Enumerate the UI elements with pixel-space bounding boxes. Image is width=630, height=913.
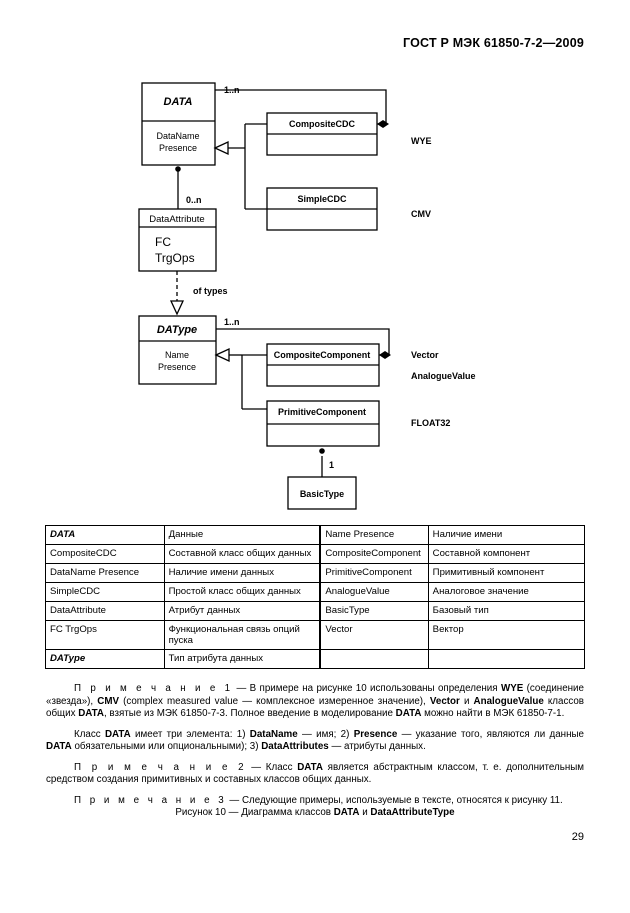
legend-term: DataAttribute (45, 601, 165, 621)
legend-definition: Вектор (427, 620, 586, 650)
multiplicity-0n: 0..n (186, 195, 202, 205)
legend-term: DATA (45, 525, 165, 545)
legend-term: SimpleCDC (45, 582, 165, 602)
data-class-attr-2: Presence (159, 143, 197, 153)
legend-definition: Аналоговое значение (427, 582, 586, 602)
legend-term: FC TrgOps (45, 620, 165, 650)
example-analogue-value: AnalogueValue (411, 371, 476, 381)
example-vector: Vector (411, 350, 439, 360)
figure-caption: Рисунок 10 — Диаграмма классов DATA и Da… (175, 807, 455, 818)
data-attribute-attr-2: TrgOps (155, 251, 195, 265)
legend-definition: Атрибут данных (163, 601, 321, 621)
note-3: П р и м е ч а н и е 3 — Следующие пример… (74, 794, 563, 806)
legend-definition: Составной класс общих данных (163, 544, 321, 564)
legend-definition: Примитивный компонент (427, 563, 586, 583)
page-number: 29 (571, 831, 584, 843)
datype-class-box (138, 315, 217, 385)
legend-definition: Функциональная связь опций пуска (163, 620, 321, 650)
of-types-label: оf types (193, 286, 228, 296)
composite-cdc-name: CompositeCDC (289, 119, 356, 129)
legend-definition (427, 649, 586, 669)
legend-definition: Данные (163, 525, 321, 545)
data-attribute-name: DataAttribute (149, 214, 204, 225)
multiplicity-1n-mid: 1..n (224, 317, 240, 327)
data-class-box (141, 82, 216, 166)
legend-definition: Простой класс общих данных (163, 582, 321, 602)
datype-class-name: DAType (157, 324, 197, 336)
class-diagram: DATA DataName Presence CompositeCDC Simp… (138, 82, 476, 510)
legend-term: DAType (45, 649, 165, 669)
legend-term: BasicType (319, 601, 429, 621)
data-attribute-attr-1: FC (155, 235, 171, 249)
legend-term: PrimitiveComponent (319, 563, 429, 583)
note-2: П р и м е ч а н и е 2 — Класс DATA являе… (46, 761, 585, 786)
legend-term: DataName Presence (45, 563, 165, 583)
standard-header: ГОСТ Р МЭК 61850-7-2—2009 (403, 36, 584, 50)
simple-cdc-name: SimpleCDC (297, 194, 347, 204)
legend-term (319, 649, 429, 669)
multiplicity-1n-top: 1..n (224, 85, 240, 95)
datype-class-attr-2: Presence (158, 362, 196, 372)
example-float32: FLOAT32 (411, 418, 450, 428)
multiplicity-1: 1 (329, 460, 334, 470)
notes-block: П р и м е ч а н и е 1 — В примере на рис… (46, 683, 584, 807)
legend-definition: Тип атрибута данных (163, 649, 321, 669)
basic-type-name: BasicType (300, 489, 344, 499)
data-class-name: DATA (164, 96, 193, 108)
legend-term: Name Presence (319, 525, 429, 545)
legend-term: CompositeCDC (45, 544, 165, 564)
legend-definition: Составной компонент (427, 544, 586, 564)
legend-term: Vector (319, 620, 429, 650)
legend-term: CompositeComponent (319, 544, 429, 564)
primitive-component-name: PrimitiveComponent (278, 407, 366, 417)
legend-definition: Базовый тип (427, 601, 586, 621)
legend-term: AnalogueValue (319, 582, 429, 602)
paragraph-2: Класс DATA имеет три элемента: 1) DataNa… (46, 728, 584, 753)
example-cmv: CMV (411, 209, 431, 219)
data-class-attr-1: DataName (156, 131, 199, 141)
legend-definition: Наличие имени данных (163, 563, 321, 583)
example-wye: WYE (411, 136, 432, 146)
note-1: П р и м е ч а н и е 1 — В примере на рис… (46, 683, 585, 719)
legend-definition: Наличие имени (427, 525, 586, 545)
composite-component-name: CompositeComponent (274, 350, 371, 360)
datype-class-attr-1: Name (165, 350, 189, 360)
